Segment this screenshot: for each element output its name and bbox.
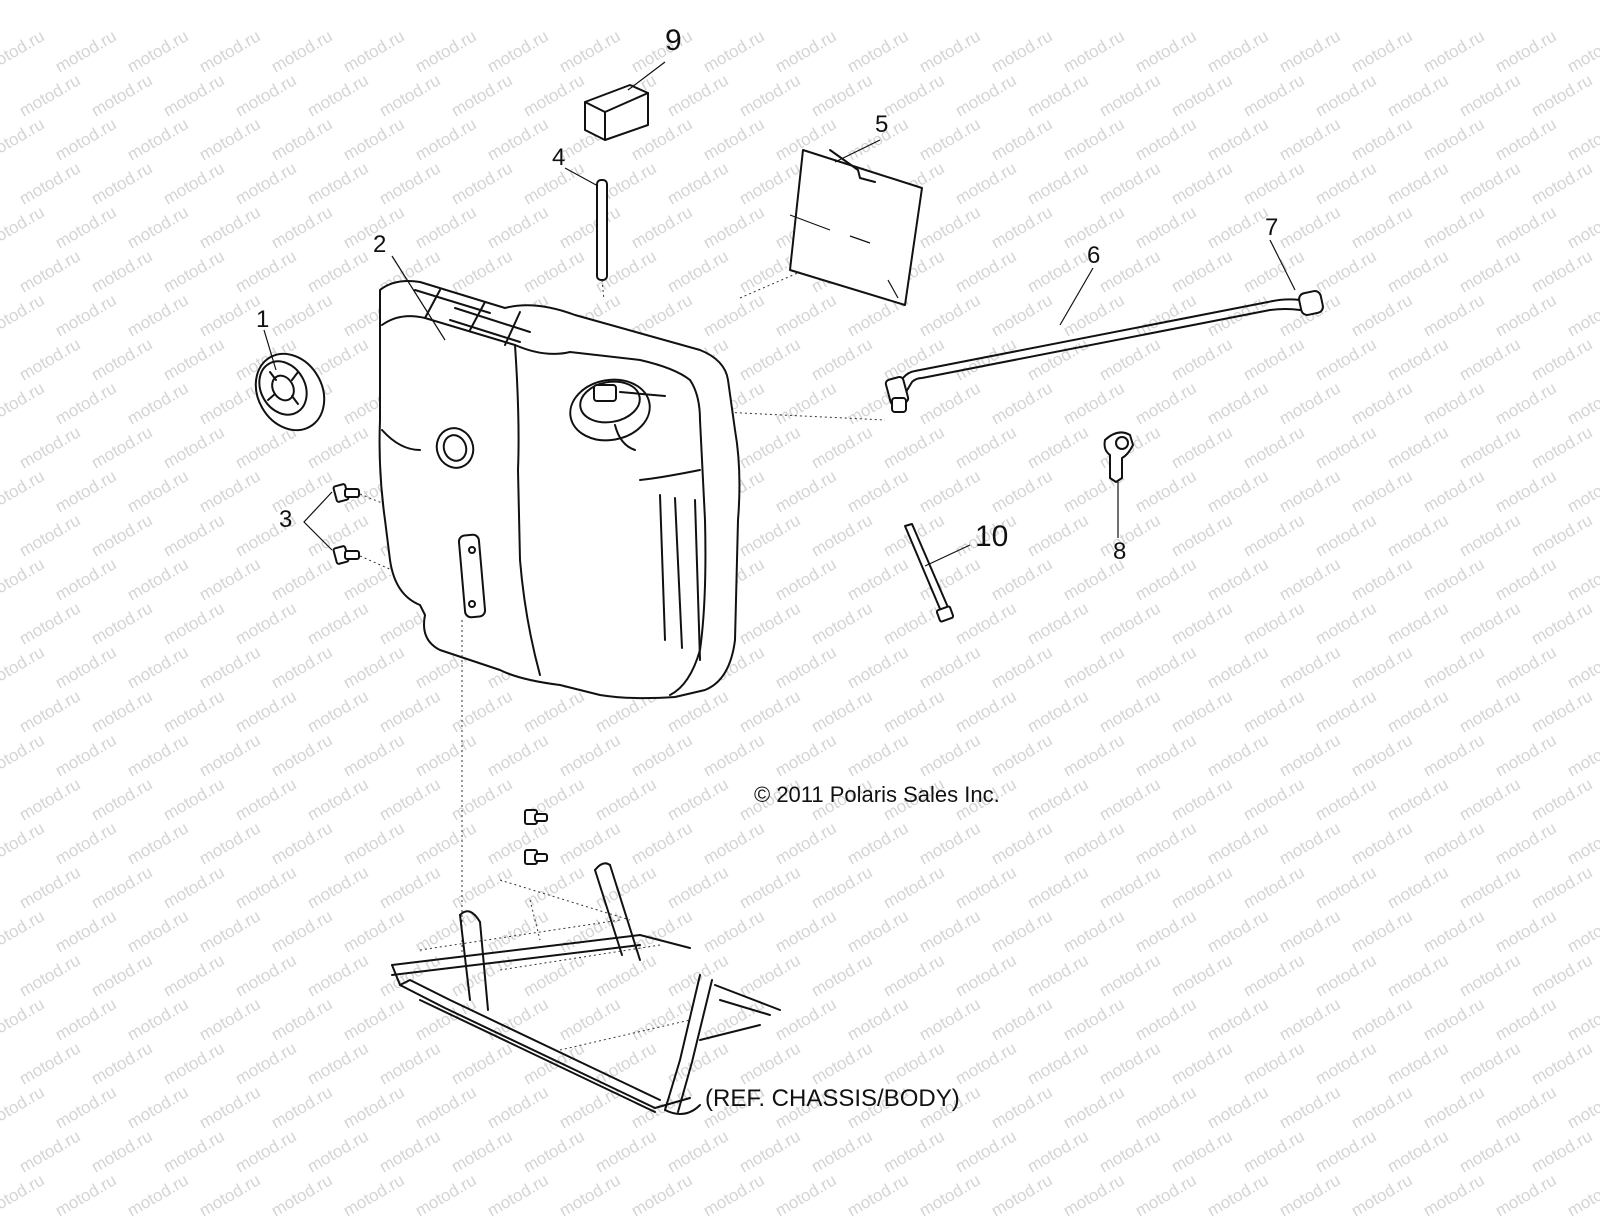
part-1-fuel-cap[interactable] bbox=[242, 341, 337, 442]
part-5-label[interactable] bbox=[789, 149, 923, 306]
leader-3 bbox=[303, 491, 333, 551]
part-3-bolt-upper[interactable] bbox=[332, 483, 360, 503]
chassis-bolt-lower[interactable] bbox=[524, 849, 548, 865]
callout-10: 10 bbox=[975, 520, 1009, 553]
leader-2 bbox=[391, 255, 446, 341]
leader-9 bbox=[627, 61, 666, 91]
chassis-reference-label: (REF. CHASSIS/BODY) bbox=[705, 1085, 960, 1112]
leader-10 bbox=[924, 544, 971, 567]
callout-7: 7 bbox=[1265, 214, 1279, 241]
part-2-fuel-tank[interactable] bbox=[378, 280, 741, 700]
part-10-strap[interactable] bbox=[904, 523, 955, 623]
part-7-hose-fitting[interactable] bbox=[1267, 290, 1324, 316]
part-8-fitting[interactable] bbox=[1103, 431, 1134, 483]
callout-2: 2 bbox=[373, 231, 387, 258]
part-4-vent-tube[interactable] bbox=[596, 179, 608, 281]
leader-4 bbox=[564, 167, 599, 187]
part-9-box[interactable] bbox=[584, 84, 649, 141]
part-3-bolt-lower[interactable] bbox=[332, 545, 360, 565]
callout-4: 4 bbox=[552, 144, 566, 171]
leader-7 bbox=[1269, 239, 1296, 291]
callout-3: 3 bbox=[279, 506, 293, 533]
callout-6: 6 bbox=[1087, 242, 1101, 269]
callout-8: 8 bbox=[1113, 538, 1127, 565]
leader-5 bbox=[834, 139, 881, 163]
chassis-frame bbox=[391, 862, 781, 1115]
callout-5: 5 bbox=[875, 111, 889, 138]
chassis-bolt-upper[interactable] bbox=[524, 809, 548, 825]
callout-1: 1 bbox=[256, 306, 270, 333]
copyright-notice: © 2011 Polaris Sales Inc. bbox=[754, 782, 1000, 807]
leader-6 bbox=[1059, 267, 1094, 326]
part-6-fuel-line[interactable] bbox=[884, 301, 1271, 413]
callout-9: 9 bbox=[665, 24, 682, 57]
leader-1 bbox=[263, 329, 277, 371]
